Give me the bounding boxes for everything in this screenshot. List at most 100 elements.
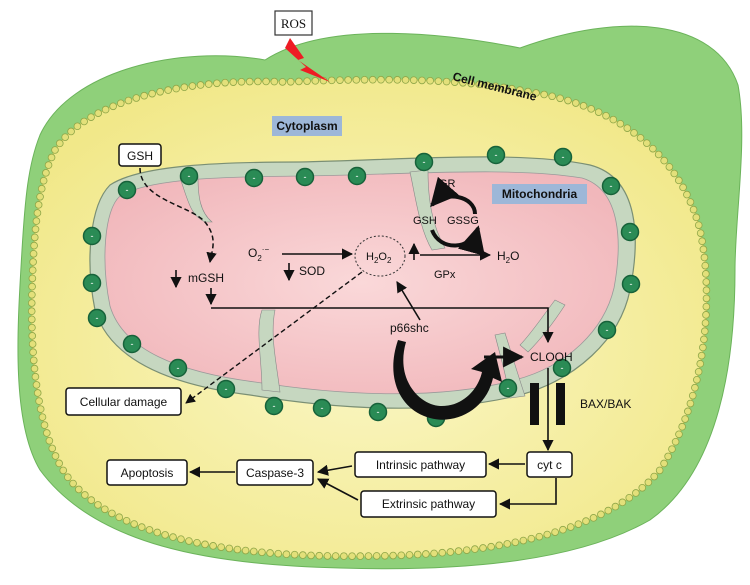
h2o2-circle	[354, 235, 406, 277]
mgsh-to-clooh-line	[211, 307, 554, 344]
membrane-bead	[315, 551, 324, 560]
intrinsic-pathway-label: Intrinsic pathway	[376, 458, 465, 472]
membrane-bead	[217, 543, 225, 551]
crista-1	[179, 176, 213, 223]
membrane-bead	[459, 79, 467, 87]
gssg-label: GSSG	[447, 215, 479, 227]
membrane-bead	[130, 520, 138, 528]
extrinsic-pathway-box	[360, 490, 497, 518]
membrane-bead	[36, 405, 45, 413]
membrane-bead	[145, 526, 154, 534]
cytoplasm-label: Cytoplasm	[276, 119, 337, 133]
membrane-bead	[122, 516, 131, 525]
anion-bead	[264, 396, 284, 416]
membrane-bead	[675, 176, 683, 185]
membrane-bead	[137, 523, 146, 531]
membrane-bead	[700, 335, 708, 344]
membrane-bead	[630, 129, 638, 137]
membrane-bead	[196, 81, 205, 89]
anion-bead-sign: -	[356, 171, 359, 181]
anion-bead	[414, 152, 434, 172]
anion-bead	[552, 358, 572, 378]
membrane-bead	[45, 436, 54, 445]
membrane-bead	[694, 221, 703, 229]
h2o2-label: H2O2	[366, 251, 392, 265]
extrinsic-pathway-label: Extrinsic pathway	[382, 497, 475, 511]
membrane-bead	[33, 209, 42, 217]
membrane-bead	[74, 485, 83, 494]
anion-bead-sign: -	[495, 150, 498, 160]
membrane-bead	[446, 548, 455, 556]
membrane-bead	[698, 237, 706, 246]
membrane-bead	[101, 105, 110, 114]
membrane-bead	[702, 294, 711, 303]
membrane-bead	[675, 430, 683, 439]
anion-bead-sign: -	[91, 231, 94, 241]
anion-bead	[553, 147, 573, 167]
membrane-bead	[31, 372, 40, 381]
membrane-bead	[286, 77, 295, 86]
membrane-bead	[87, 496, 96, 504]
membrane-bead	[625, 493, 634, 502]
membrane-bead	[233, 545, 242, 554]
membrane-bead	[597, 510, 605, 519]
membrane-bead	[169, 533, 177, 541]
membrane-bead	[527, 534, 536, 543]
membrane-bead	[516, 86, 524, 94]
anion-bead-sign: -	[610, 181, 613, 191]
membrane-bead	[524, 87, 532, 96]
membrane-bead	[140, 91, 148, 100]
membrane-bead	[467, 79, 475, 88]
membrane-bead	[94, 501, 102, 509]
membrane-bead	[35, 397, 43, 405]
membrane-bead	[413, 550, 422, 559]
membrane-bead	[556, 94, 564, 103]
membrane-bead	[694, 367, 703, 376]
cellular-damage-label: Cellular damage	[80, 395, 168, 409]
membrane-bead	[30, 241, 38, 250]
anion-bead-sign: -	[131, 339, 134, 349]
membrane-bead	[249, 547, 258, 556]
membrane-bead	[644, 478, 653, 487]
membrane-bead	[67, 127, 75, 136]
apoptosis-box	[106, 459, 188, 486]
superoxide-label: O2·−	[248, 245, 269, 263]
membrane-bead	[678, 422, 686, 431]
membrane-bead	[254, 77, 262, 86]
membrane-bead	[69, 479, 77, 488]
membrane-bead	[42, 169, 50, 177]
mgsh-label: mGSH	[188, 271, 224, 285]
membrane-beads	[27, 75, 711, 560]
membrane-bead	[73, 122, 82, 131]
membrane-bead	[385, 75, 393, 84]
membrane-bead	[483, 81, 492, 90]
membrane-bead	[28, 274, 37, 283]
membrane-bead	[204, 80, 213, 88]
crista-5	[519, 299, 566, 353]
membrane-bead	[655, 466, 664, 475]
membrane-bead	[28, 266, 37, 274]
membrane-bead	[80, 117, 88, 126]
membrane-bead	[164, 86, 172, 94]
mitochondria-label: Mitochondria	[502, 187, 578, 201]
membrane-bead	[148, 89, 156, 98]
membrane-bead	[28, 282, 36, 291]
membrane-bead	[156, 87, 164, 96]
anion-bead	[117, 180, 137, 200]
membrane-bead	[55, 139, 64, 148]
membrane-bead	[665, 163, 674, 171]
crista-3	[409, 169, 446, 251]
membrane-bead	[262, 77, 270, 86]
membrane-bead	[109, 102, 117, 111]
anion-bead-sign: -	[91, 278, 94, 288]
extrinsic-to-caspase-arrow	[317, 478, 359, 501]
anion-bead-sign: -	[126, 185, 129, 195]
membrane-bead	[372, 552, 381, 560]
membrane-bead	[699, 245, 708, 254]
membrane-bead	[611, 502, 620, 511]
membrane-bead	[686, 198, 695, 206]
ros-label: ROS	[281, 16, 306, 31]
membrane-bead	[47, 153, 56, 162]
membrane-bead	[582, 517, 590, 525]
membrane-bead	[30, 233, 39, 242]
